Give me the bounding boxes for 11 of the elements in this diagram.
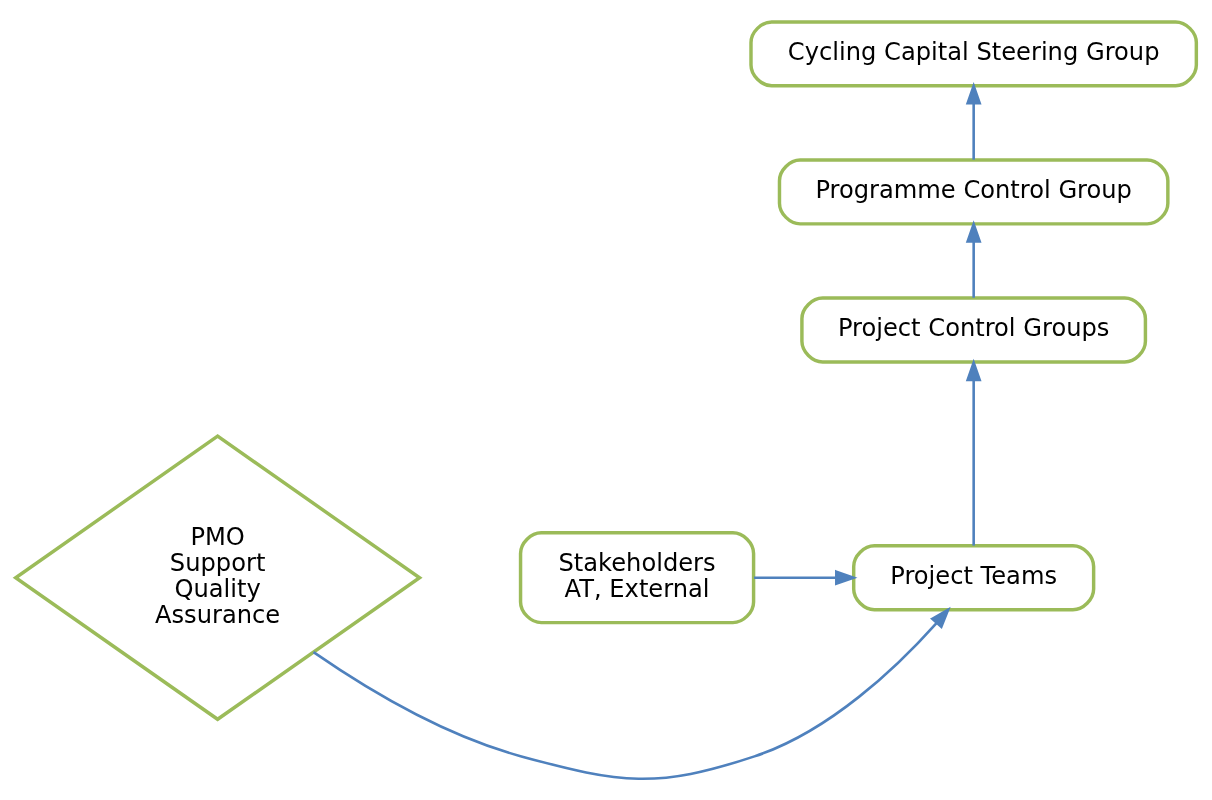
arrow	[312, 606, 951, 780]
node-box: Project Control Groups	[800, 295, 1148, 364]
node-box: Project Teams	[851, 543, 1096, 611]
node-diamond: PMO Support Quality Assurance	[12, 433, 423, 721]
arrow	[965, 219, 982, 298]
arrow	[965, 81, 982, 160]
node-box: Stakeholders AT, External	[518, 530, 756, 624]
arrow	[754, 569, 858, 586]
node-box: Cycling Capital Steering Group	[749, 19, 1199, 87]
arrow	[965, 358, 982, 546]
node-box: Programme Control Group	[777, 157, 1170, 226]
